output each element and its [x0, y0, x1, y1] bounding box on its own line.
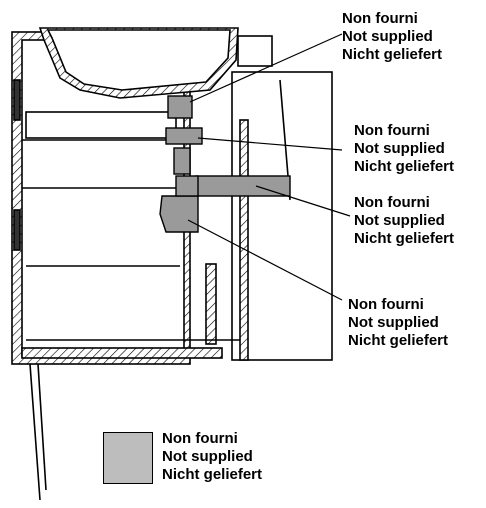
legend-label: Non fourni Not supplied Nicht geliefert [162, 430, 262, 484]
callout-line-fr: Non fourni [348, 296, 424, 313]
not-supplied-parts [159, 95, 291, 233]
callout-line-de: Nicht geliefert [348, 332, 449, 349]
callout-line-en: Not supplied [348, 314, 439, 331]
callout-line-de: Nicht geliefert [342, 46, 443, 63]
callout-line-en: Not supplied [354, 140, 445, 157]
callout-siphon-trap: Non fourni Not supplied Nicht geliefert [348, 296, 448, 350]
callout-line-de: Nicht geliefert [354, 158, 455, 175]
callout-line-fr: Non fourni [354, 194, 430, 211]
leader-lines [187, 33, 351, 301]
callout-basin-fitting: Non fourni Not supplied Nicht geliefert [342, 10, 442, 64]
legend-line-fr: Non fourni [162, 430, 238, 447]
callout-pipe-joint: Non fourni Not supplied Nicht geliefert [354, 122, 454, 176]
callout-line-fr: Non fourni [354, 122, 430, 139]
callout-wall-pipe: Non fourni Not supplied Nicht geliefert [354, 194, 454, 248]
legend-line-en: Not supplied [162, 448, 253, 465]
callout-line-de: Nicht geliefert [354, 230, 455, 247]
legend-line-de: Nicht geliefert [162, 466, 263, 483]
callout-line-en: Not supplied [354, 212, 445, 229]
callout-line-en: Not supplied [342, 28, 433, 45]
legend-swatch-not-supplied [103, 432, 153, 484]
callout-line-fr: Non fourni [342, 10, 418, 27]
cabinet-outline [11, 27, 333, 501]
